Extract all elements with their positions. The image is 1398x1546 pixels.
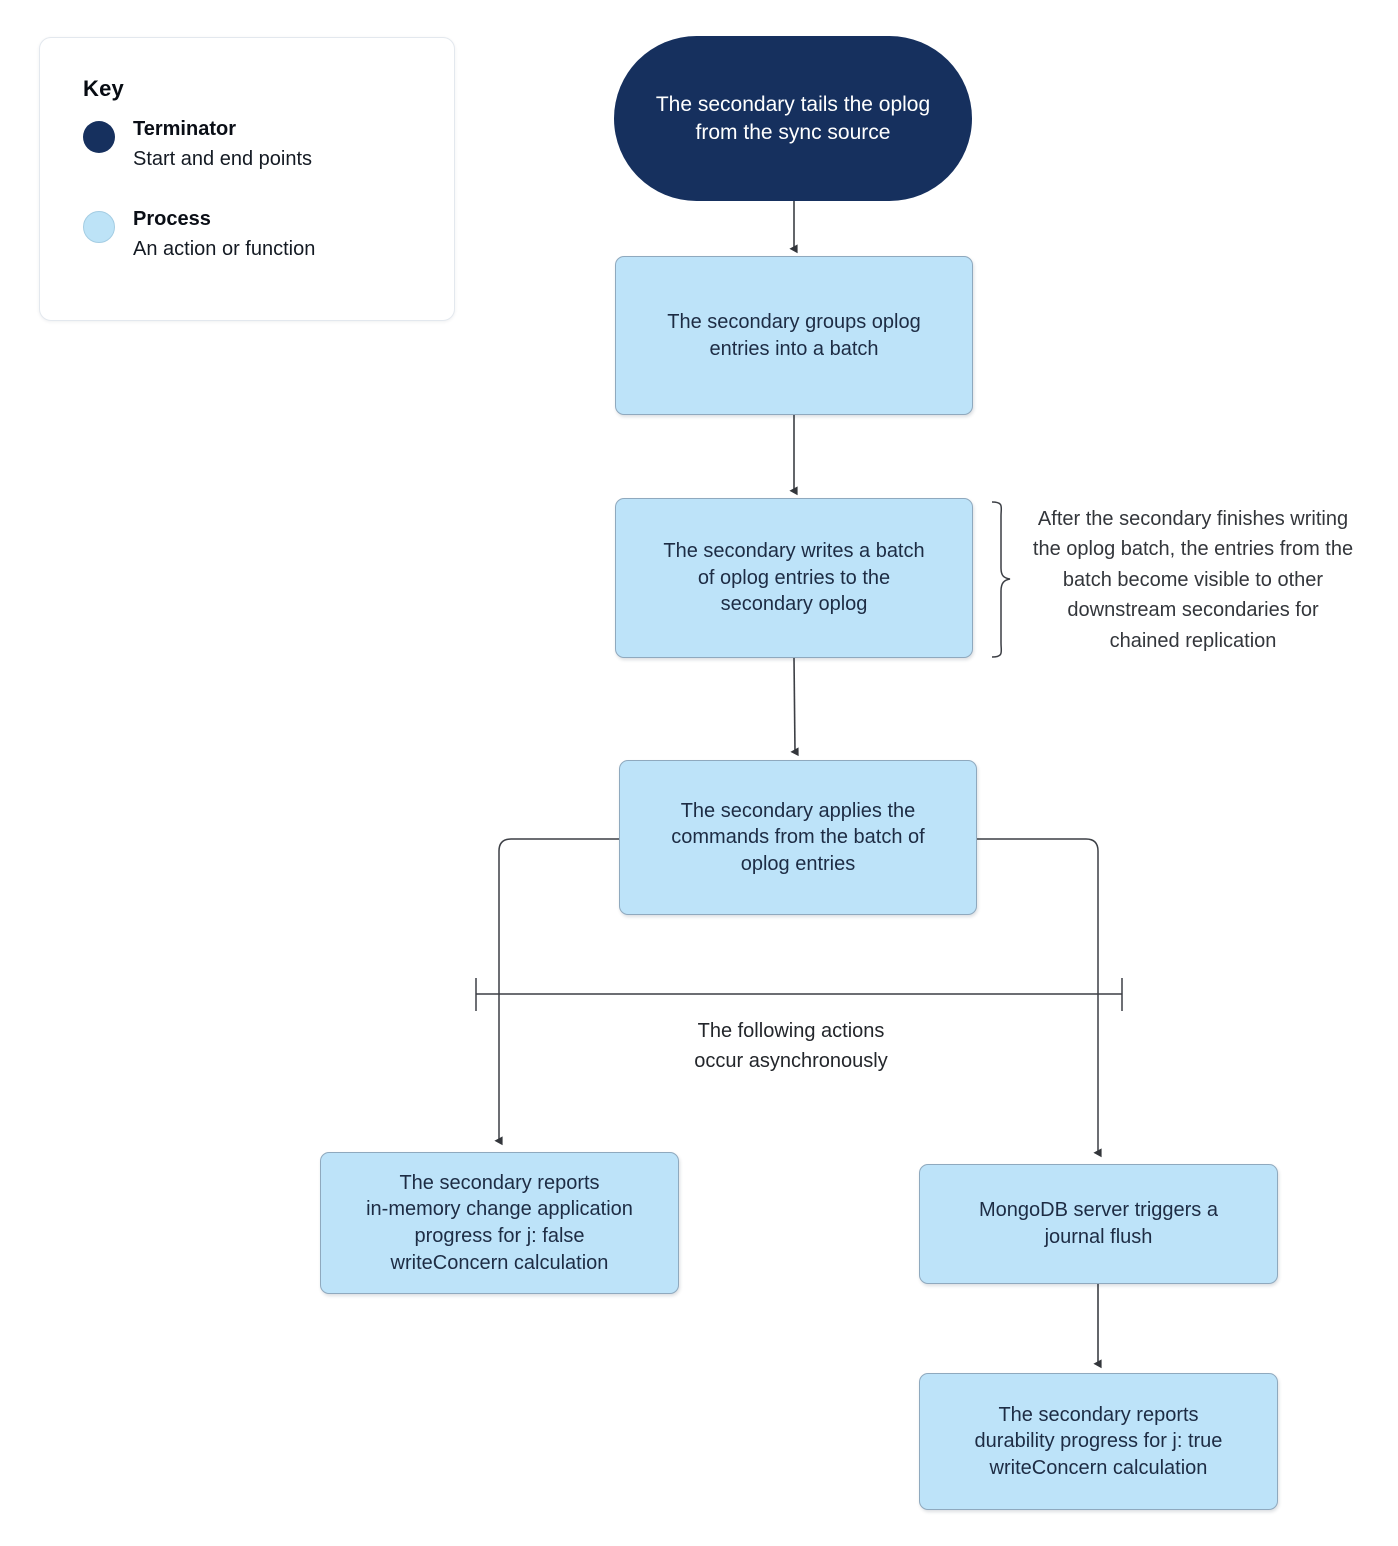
node-report-durability-progress: The secondary reports durability progres… <box>919 1373 1278 1510</box>
node-report-durability-progress-label: The secondary reports durability progres… <box>974 1403 1223 1479</box>
node-group-oplog-entries: The secondary groups oplog entries into … <box>615 256 973 415</box>
edge-write-to-apply <box>790 657 799 757</box>
node-write-oplog-batch: The secondary writes a batch of oplog en… <box>615 498 973 658</box>
legend-item-process-label: Process <box>133 208 211 230</box>
node-journal-flush: MongoDB server triggers a journal flush <box>919 1164 1278 1284</box>
legend-item-terminator-label: Terminator <box>133 118 236 140</box>
legend-card: Key Terminator Start and end points Proc… <box>39 37 455 321</box>
node-start-label: The secondary tails the oplog from the s… <box>655 92 931 144</box>
legend-item-process-desc: An action or function <box>133 238 316 260</box>
annotation-async-actions: The following actions occur asynchronous… <box>694 1020 888 1073</box>
node-group-oplog-entries-label: The secondary groups oplog entries into … <box>667 310 921 360</box>
node-apply-commands: The secondary applies the commands from … <box>619 760 977 915</box>
legend-item-terminator-desc: Start and end points <box>133 148 313 170</box>
node-journal-flush-label: MongoDB server triggers a journal flush <box>979 1199 1218 1248</box>
annotation-chained-replication: After the secondary finishes writing the… <box>1032 508 1354 652</box>
node-report-inmemory-progress-label: The secondary reports in-memory change a… <box>366 1171 633 1274</box>
edge-apply-to-journal <box>977 838 1102 1158</box>
edge-apply-to-inmemory <box>494 838 619 1146</box>
process-swatch-icon <box>83 211 115 243</box>
node-report-inmemory-progress: The secondary reports in-memory change a… <box>320 1152 679 1294</box>
node-write-oplog-batch-label: The secondary writes a batch of oplog en… <box>663 540 925 616</box>
terminator-swatch-icon <box>83 121 115 153</box>
node-start-terminator: The secondary tails the oplog from the s… <box>614 36 972 201</box>
legend-title: Key <box>83 76 124 101</box>
brace-annotation-connector <box>991 501 1011 658</box>
node-apply-commands-label: The secondary applies the commands from … <box>671 799 925 875</box>
